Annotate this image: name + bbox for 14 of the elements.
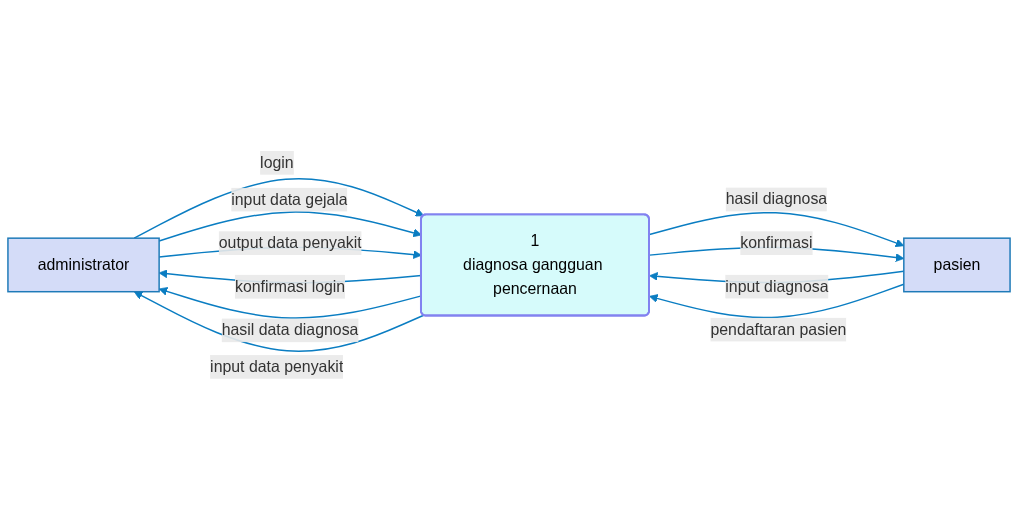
edge-label: login: [260, 154, 294, 171]
edge-label: hasil data diagnosa: [221, 321, 359, 339]
arrow: [133, 178, 425, 240]
edge-label: pendaftaran pasien: [710, 320, 847, 338]
edge-label: konfirmasi login: [234, 277, 346, 295]
edge-label: hasil diagnosa: [725, 190, 828, 208]
edge-label: output data penyakit: [218, 234, 362, 252]
edge-label: input diagnosa: [725, 277, 829, 295]
edge-label: input data gejala: [231, 190, 348, 208]
node-box: pasien: [903, 237, 1011, 293]
edge-label: konfirmasi: [740, 234, 813, 252]
edge-label: input data penyakit: [210, 358, 344, 375]
node-box: administrator: [7, 237, 160, 293]
arrow: [133, 291, 425, 353]
